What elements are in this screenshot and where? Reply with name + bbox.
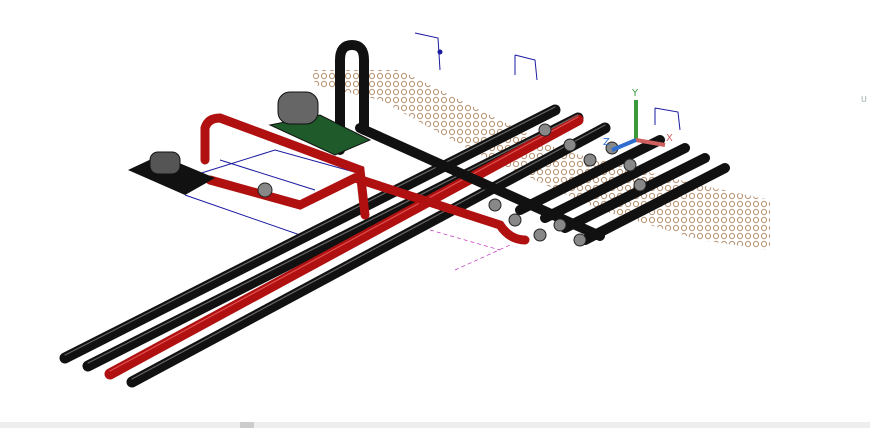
- pipe-red: [104, 114, 584, 380]
- scrollbar-thumb[interactable]: [240, 422, 254, 428]
- ucs-icon: Y X Z: [603, 88, 673, 152]
- pump-1: [128, 151, 215, 195]
- pump-2: [268, 91, 372, 156]
- centerlines: [429, 229, 511, 271]
- horizontal-scrollbar[interactable]: [0, 422, 870, 428]
- ucs-y-label: Y: [631, 88, 639, 99]
- viewcube-label[interactable]: U: [861, 95, 867, 104]
- pipe-black-3: [126, 122, 611, 388]
- valve-cluster: [257, 123, 647, 247]
- ucs-z-label: Z: [603, 137, 610, 148]
- pipe-black-1: [59, 104, 561, 364]
- main-pipes: [59, 39, 730, 388]
- ucs-x-label: X: [666, 133, 673, 144]
